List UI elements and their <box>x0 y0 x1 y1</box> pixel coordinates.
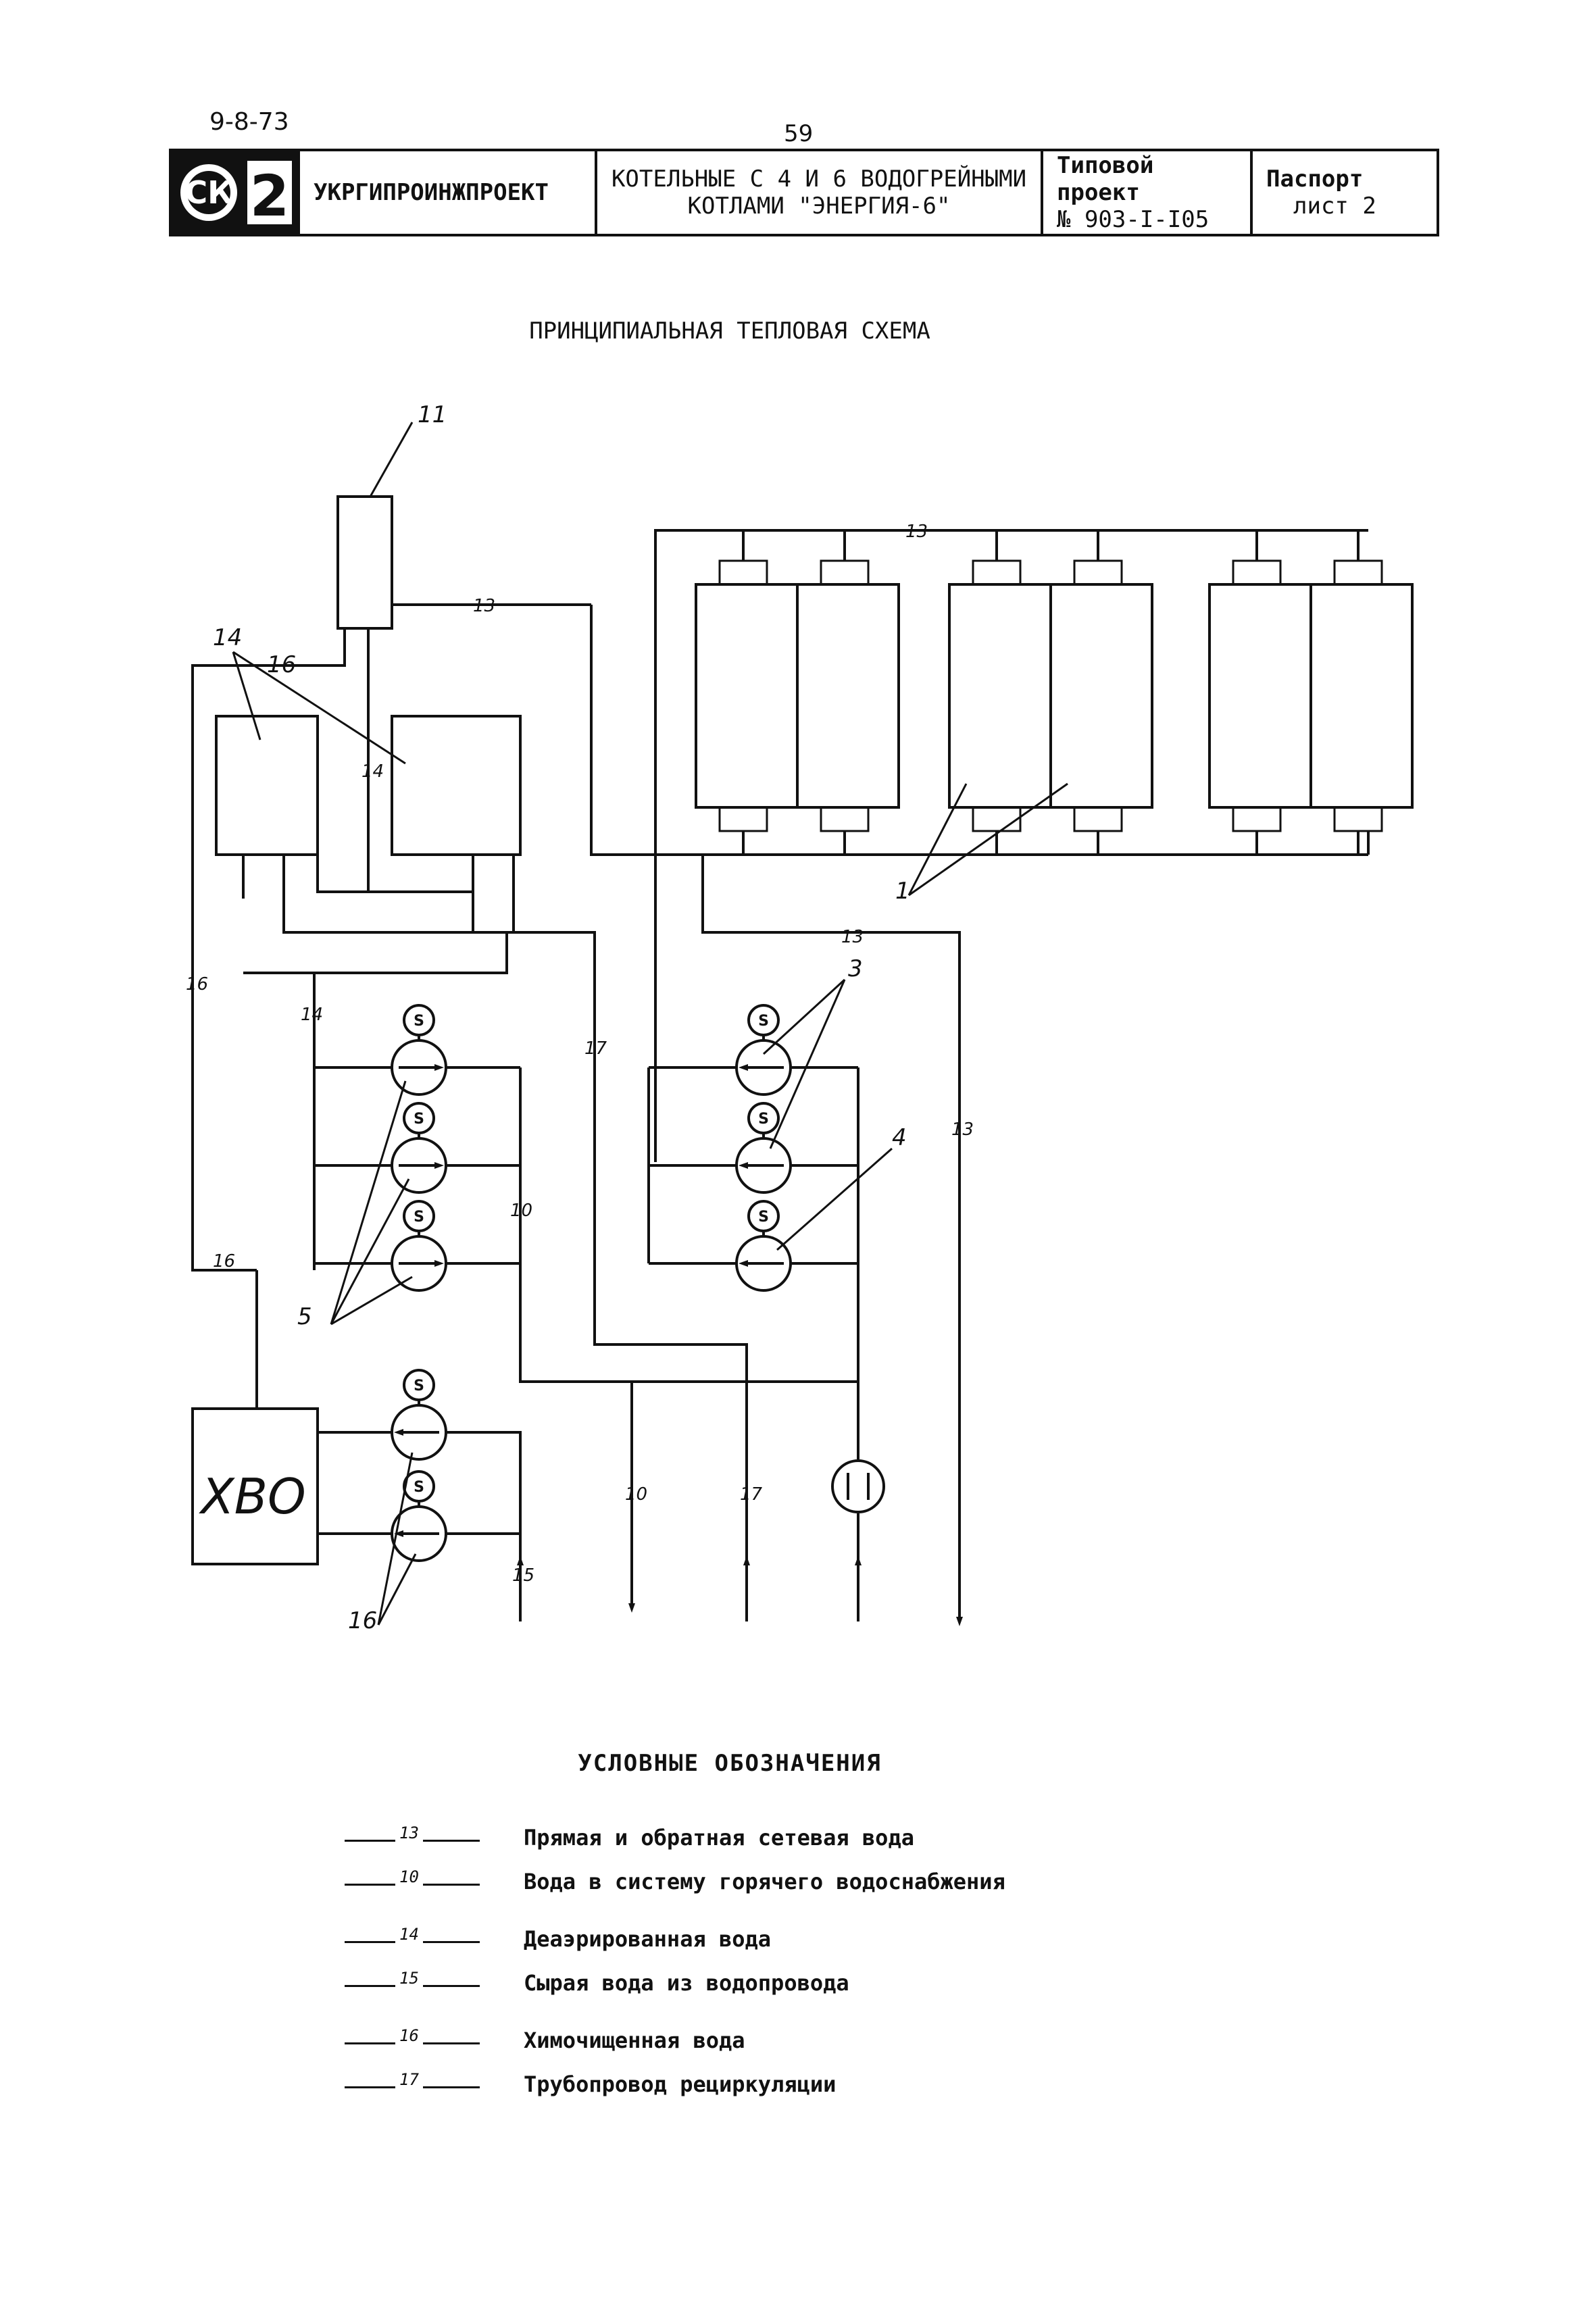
hvo-label: ХВО <box>198 1468 305 1525</box>
line-code-14: 14 <box>361 761 384 782</box>
callout-3: 3 <box>848 955 863 982</box>
line-code-13: 13 <box>905 522 928 542</box>
document-title-line2: КОТЛАМИ "ЭНЕРГИЯ-6" <box>687 193 951 220</box>
line-code-17: 17 <box>584 1038 607 1059</box>
sheet-line2: лист 2 <box>1293 193 1376 220</box>
sheet-line1: Паспорт <box>1266 166 1364 193</box>
legend-label: Вода в систему горячего водоснабжения <box>524 1869 1005 1894</box>
legend-label: Химочищенная вода <box>524 2028 745 2053</box>
boiler-3b <box>1310 583 1414 809</box>
line-code-13: 13 <box>473 596 495 616</box>
legend-item: 10 Вода в систему горячего водоснабжения <box>345 1865 1426 1905</box>
heat-exchanger-left <box>215 715 319 856</box>
pump-symbol: S <box>758 1209 769 1226</box>
project-line1: Типовой проект <box>1057 152 1154 206</box>
legend-code: 16 <box>395 2026 423 2045</box>
callout-4: 4 <box>892 1124 907 1151</box>
sk-logo: СК 2 <box>172 151 297 234</box>
line-code-14: 14 <box>301 1005 323 1025</box>
legend-code: 13 <box>395 1823 423 1842</box>
legend-title: УСЛОВНЫЕ ОБОЗНАЧЕНИЯ <box>578 1750 882 1777</box>
callout-16-bottom: 16 <box>348 1607 377 1634</box>
callout-5: 5 <box>297 1303 312 1330</box>
legend-label: Деаэрированная вода <box>524 1926 772 1952</box>
logo-number: 2 <box>250 163 289 229</box>
page-number: 59 <box>784 120 814 147</box>
legend-item: 13 Прямая и обратная сетевая вода <box>345 1821 1426 1861</box>
organization-name: УКРГИПРОИНЖПРОЕКТ <box>314 179 549 206</box>
pump-symbol: S <box>414 1479 424 1496</box>
callout-14: 14 <box>213 624 242 651</box>
line-code-16: 16 <box>186 974 208 995</box>
sheet-cell: Паспорт лист 2 <box>1253 151 1437 234</box>
legend-label: Сырая вода из водопровода <box>524 1970 849 1996</box>
pump-symbol: S <box>414 1378 424 1394</box>
legend-code: 14 <box>395 1925 423 1944</box>
callout-1: 1 <box>895 878 910 905</box>
callout-11: 11 <box>418 401 447 428</box>
legend-item: 14 Деаэрированная вода <box>345 1922 1426 1963</box>
document-code: 9-8-73 <box>209 108 289 136</box>
line-code-16: 16 <box>213 1251 235 1272</box>
line-code-13: 13 <box>841 927 864 947</box>
title-block: СК 2 УКРГИПРОИНЖПРОЕКТ КОТЕЛЬНЫЕ С 4 И 6… <box>169 149 1439 236</box>
boiler-3a <box>1208 583 1312 809</box>
legend-code: 10 <box>395 1867 423 1886</box>
line-code-17: 17 <box>740 1484 763 1505</box>
project-line2: № 903-I-I05 <box>1057 206 1210 233</box>
callout-16-top: 16 <box>267 651 296 678</box>
project-cell: Типовой проект № 903-I-I05 <box>1043 151 1253 234</box>
logo-cell: СК 2 <box>172 151 300 234</box>
thermal-scheme-diagram: 11 14 16 1 3 4 5 16 13 13 13 14 14 16 16… <box>186 401 1414 1634</box>
boiler-1a <box>695 583 799 809</box>
hvo-unit <box>191 1407 319 1565</box>
pump-symbol: S <box>414 1111 424 1128</box>
line-code-13: 13 <box>951 1120 974 1140</box>
pump-symbol: S <box>758 1013 769 1030</box>
legend-code: 15 <box>395 1969 423 1988</box>
pump-symbol: S <box>758 1111 769 1128</box>
pump-symbol: S <box>414 1013 424 1030</box>
boiler-2b <box>1049 583 1153 809</box>
heat-exchanger-right <box>391 715 522 856</box>
line-code-10: 10 <box>625 1484 647 1505</box>
organization-cell: УКРГИПРОИНЖПРОЕКТ <box>300 151 597 234</box>
legend-item: 16 Химочищенная вода <box>345 2023 1426 2064</box>
boiler-1b <box>796 583 900 809</box>
logo-letters: СК <box>184 174 232 211</box>
deaerator-tank <box>336 495 393 630</box>
legend-item: 17 Трубопровод рециркуляции <box>345 2067 1426 2108</box>
legend-label: Трубопровод рециркуляции <box>524 2071 837 2097</box>
legend-item: 15 Сырая вода из водопровода <box>345 1966 1426 2007</box>
line-code-10: 10 <box>510 1201 532 1221</box>
document-title-line1: КОТЕЛЬНЫЕ С 4 И 6 ВОДОГРЕЙНЫМИ <box>611 166 1027 193</box>
legend-code: 17 <box>395 2070 423 2089</box>
line-code-15: 15 <box>512 1565 534 1586</box>
document-title-cell: КОТЕЛЬНЫЕ С 4 И 6 ВОДОГРЕЙНЫМИ КОТЛАМИ "… <box>597 151 1043 234</box>
pump-symbol: S <box>414 1209 424 1226</box>
boiler-2a <box>948 583 1052 809</box>
diagram-title: ПРИНЦИПИАЛЬНАЯ ТЕПЛОВАЯ СХЕМА <box>529 318 930 345</box>
pumps <box>391 1004 792 1562</box>
legend-label: Прямая и обратная сетевая вода <box>524 1825 914 1851</box>
